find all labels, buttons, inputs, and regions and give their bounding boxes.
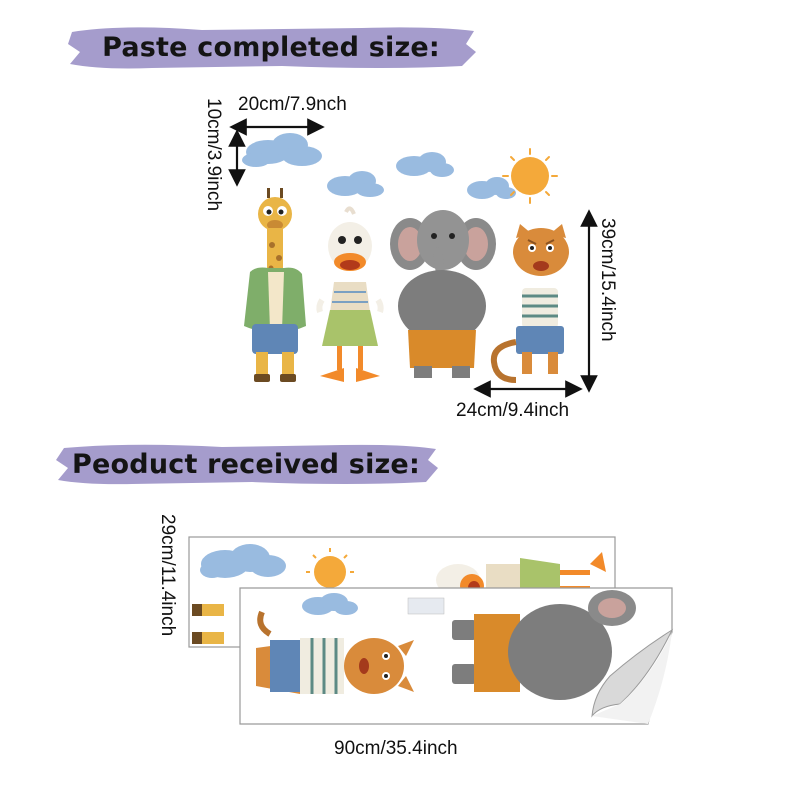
peel-corner — [591, 628, 674, 718]
completed-size-title: Paste completed size: — [102, 31, 440, 63]
brush-stroke-icon — [68, 27, 476, 69]
mini-preview-icon — [407, 597, 445, 615]
received-size-banner: Peoduct received size: — [52, 442, 440, 486]
sun-icon — [502, 148, 558, 204]
completed-size-banner: Paste completed size: — [62, 22, 480, 72]
duck-figure — [316, 206, 384, 382]
received-sheets — [188, 536, 674, 725]
sheet-height-label: 29cm/11.4inch — [157, 514, 178, 637]
dimension-arrow-icon — [228, 118, 598, 398]
completed-artwork — [228, 118, 598, 398]
sun-icon — [306, 548, 354, 588]
sticker-sheet — [239, 587, 674, 725]
cloud-icon — [327, 171, 384, 197]
received-size-title: Peoduct received size: — [72, 448, 420, 480]
cloud-icon — [396, 152, 454, 177]
giraffe-figure — [244, 188, 306, 382]
sheet-width-label: 90cm/35.4inch — [334, 738, 458, 759]
cloud-height-label: 10cm/3.9inch — [203, 98, 224, 212]
cloud-icon — [302, 593, 358, 615]
elephant-figure — [390, 210, 496, 378]
cloud-width-label: 20cm/7.9nch — [238, 94, 347, 115]
brush-stroke-icon — [56, 444, 438, 485]
cloud-icon — [467, 177, 516, 199]
cat-width-label: 24cm/9.4inch — [456, 400, 570, 421]
figures-height-label: 39cm/15.4inch — [597, 218, 618, 342]
cat-figure — [490, 224, 569, 383]
cloud-icon — [242, 133, 322, 167]
cloud-icon — [200, 544, 286, 578]
